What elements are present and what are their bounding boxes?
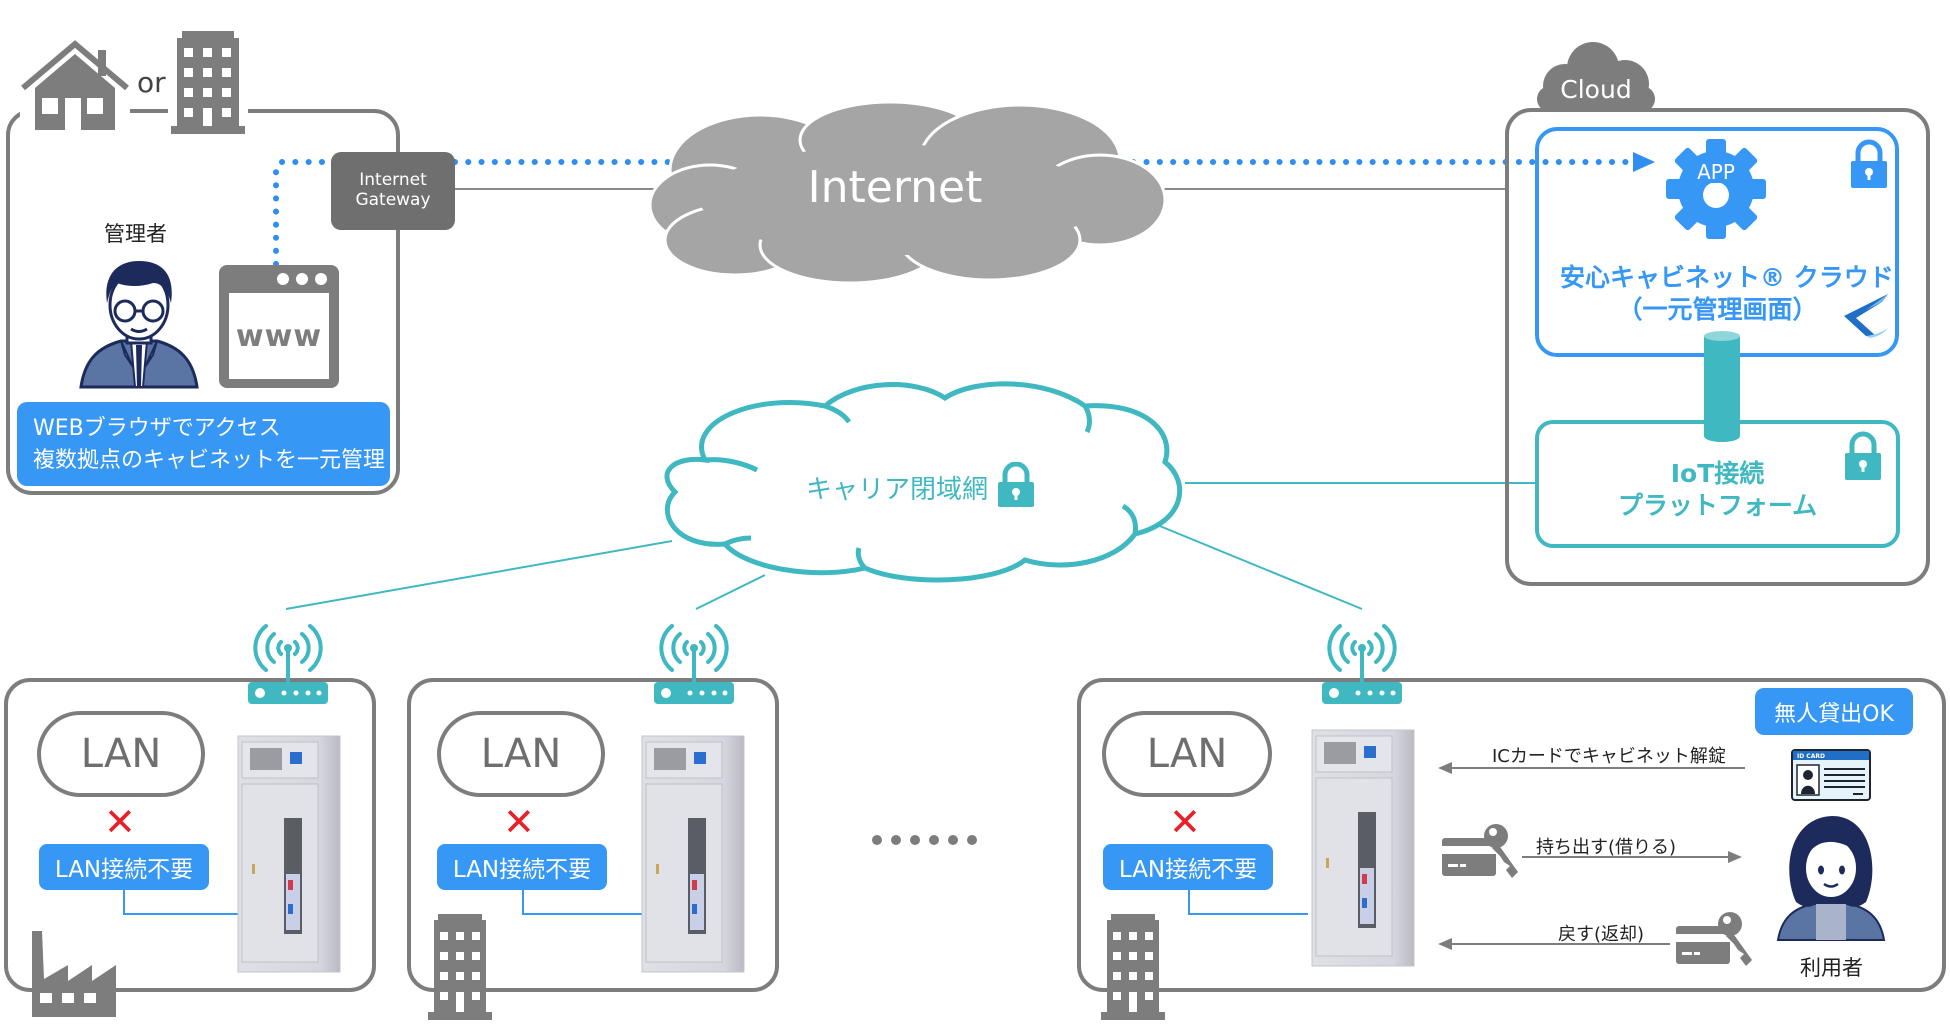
smart-cabinet-icon [237, 735, 341, 973]
brand-logo-icon [1844, 294, 1888, 338]
banner-line2: 複数拠点のキャビネットを一元管理 [33, 448, 386, 473]
lan-label: LAN [80, 731, 162, 777]
smart-cabinet-icon [641, 735, 745, 973]
gateway-label-line2: Gateway [355, 190, 431, 210]
more-sites-ellipsis-icon [872, 835, 977, 845]
office-building-icon [428, 914, 492, 1020]
take-step-label: 持ち出す(借りる) [1536, 837, 1677, 858]
service-name-line1: 安心キャビネット® クラウド [1560, 263, 1894, 292]
lan-pill-2: LAN [437, 711, 605, 797]
red-x-icon: ✕ [1169, 800, 1201, 844]
unmanned-lending-badge: 無人貸出OK [1755, 688, 1913, 735]
app-gear-icon: APP [1666, 139, 1766, 239]
banner-line1: WEBブラウザでアクセス [33, 416, 281, 441]
factory-icon [32, 931, 116, 1017]
id-card-label: ID CARD [1797, 753, 1825, 760]
user-label: 利用者 [1800, 956, 1863, 980]
unmanned-lending-label: 無人貸出OK [1774, 701, 1894, 727]
smart-cabinet-icon [1311, 729, 1415, 967]
admin-info-banner: WEBブラウザでアクセス 複数拠点のキャビネットを一元管理 [17, 402, 390, 486]
lan-label: LAN [480, 731, 562, 777]
iot-label-line2: プラットフォーム [1617, 491, 1818, 520]
lan-pill-1: LAN [37, 711, 205, 797]
card-key-icon [1442, 824, 1518, 878]
unlock-arrow-head-icon [1438, 762, 1452, 774]
web-browser-icon: www [219, 265, 339, 388]
carrier-network-label: キャリア閉域網 [806, 475, 989, 505]
database-cylinder-lower [1704, 410, 1740, 442]
wifi-router-icon [1322, 624, 1402, 704]
admin-label: 管理者 [104, 222, 167, 246]
no-lan-badge-1: LAN接続不要 [39, 844, 209, 890]
return-step-label: 戻す(返却) [1558, 924, 1645, 945]
internet-label: Internet [808, 162, 983, 213]
or-label: or [137, 66, 166, 99]
site-box-2 [407, 678, 779, 992]
user-person-icon [1776, 816, 1886, 941]
no-lan-label: LAN接続不要 [1118, 857, 1258, 883]
cloud-badge-icon: Cloud [1537, 42, 1655, 112]
carrier-site1-link [285, 540, 673, 610]
return-arrow-head-icon [1438, 938, 1452, 950]
red-x-icon: ✕ [503, 800, 535, 844]
unlock-step-label: ICカードでキャビネット解錠 [1492, 746, 1726, 767]
no-lan-label: LAN接続不要 [452, 857, 592, 883]
cloud-box [1505, 108, 1930, 586]
house-icon [20, 40, 130, 135]
no-lan-label: LAN接続不要 [54, 857, 194, 883]
lan-pill-3: LAN [1102, 711, 1272, 797]
no-lan-badge-3: LAN接続不要 [1103, 844, 1273, 890]
wifi-router-icon [654, 624, 734, 704]
admin-person-icon [79, 261, 199, 389]
carrier-site2-link [695, 574, 766, 610]
app-label: APP [1697, 160, 1735, 184]
iot-label-line1: IoT接続 [1670, 459, 1765, 488]
office-building-icon [1101, 914, 1165, 1020]
no-lan-badge-2: LAN接続不要 [437, 844, 607, 890]
wifi-router-icon [248, 624, 328, 704]
app-lock-icon [1851, 139, 1887, 188]
carrier-network-cloud-icon [664, 381, 1183, 583]
cloud-label: Cloud [1560, 75, 1631, 104]
service-name-line2: （一元管理画面） [1617, 295, 1818, 324]
iot-lock-icon [1845, 431, 1881, 480]
arrow-head-icon [1633, 152, 1655, 172]
site-box-3 [1077, 678, 1946, 992]
internet-cloud-icon: Internet [648, 100, 1167, 285]
office-building-icon [168, 28, 248, 136]
lan-label: LAN [1146, 731, 1228, 777]
gateway-label-line1: Internet [359, 170, 427, 190]
take-arrow-head-icon [1728, 851, 1742, 863]
browser-www-label: www [235, 318, 323, 354]
card-key-icon [1676, 912, 1752, 966]
red-x-icon: ✕ [104, 800, 136, 844]
carrier-lock-icon [998, 462, 1034, 507]
carrier-site3-link [1149, 521, 1363, 610]
site-box-1 [4, 678, 376, 992]
internet-gateway: Internet Gateway [331, 152, 455, 230]
browser-dots-icon [267, 273, 327, 287]
id-card-icon: ID CARD [1791, 749, 1871, 801]
